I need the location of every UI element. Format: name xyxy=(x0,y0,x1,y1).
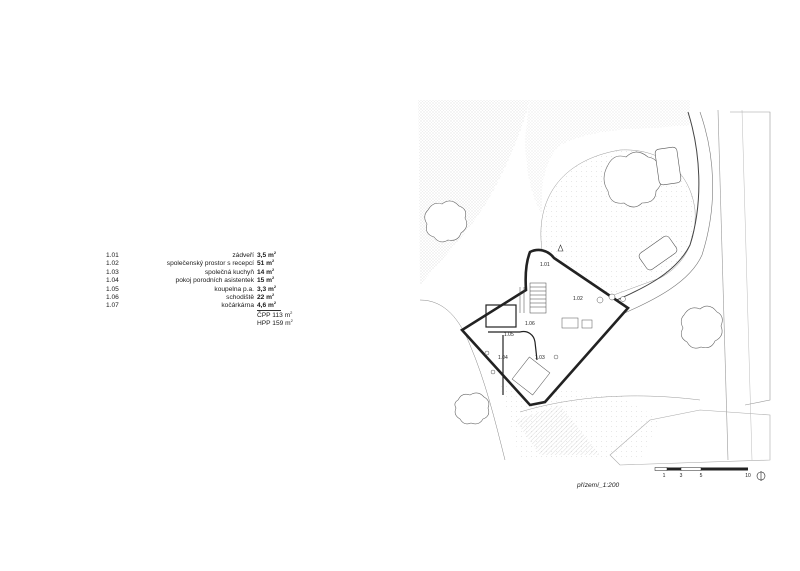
north-arrow-icon xyxy=(756,471,766,481)
scale-bar xyxy=(654,467,748,471)
room-code: 1.02 xyxy=(106,260,119,268)
room-code: 1.07 xyxy=(106,302,119,310)
street-curb xyxy=(604,111,700,306)
room-name: schodiště xyxy=(226,293,254,301)
room-row: 1.05 koupelna p.a. 3,3 m2 xyxy=(106,283,286,294)
room-code: 1.05 xyxy=(106,285,119,293)
room-name: kočárkárna xyxy=(221,302,254,310)
room-area: 4,6 m2 xyxy=(257,300,277,310)
table-divider xyxy=(257,310,281,311)
room-name: koupelna p.a. xyxy=(214,285,254,293)
room-row: 1.02 společenský prostor s recepcí 51 m2 xyxy=(106,258,286,268)
room-row: 1.03 společná kuchyň 14 m2 xyxy=(106,266,286,277)
entrance-marker-icon xyxy=(557,244,564,252)
street-curb-outer xyxy=(619,111,713,316)
dotted-lawn-north xyxy=(525,100,690,215)
scale-label: 10 xyxy=(745,473,751,479)
total-cpp: ČPP 113 m2 xyxy=(257,310,293,320)
plan-label-102: 1.02 xyxy=(573,296,583,302)
room-area: 3,3 m2 xyxy=(257,283,277,293)
site-path-west xyxy=(419,299,506,461)
room-row: 1.06 schodiště 22 m2 xyxy=(106,291,286,302)
room-code: 1.04 xyxy=(106,277,119,285)
plan-label-106: 1.06 xyxy=(525,321,535,327)
room-code: 1.01 xyxy=(106,252,119,259)
room-area: 14 m2 xyxy=(257,266,275,276)
tree-icon xyxy=(424,151,723,425)
building-block-east xyxy=(730,111,771,406)
plan-label-105: 1.05 xyxy=(504,332,514,338)
total-hpp: HPP 159 m2 xyxy=(257,318,293,328)
parked-car xyxy=(638,146,682,271)
room-code: 1.06 xyxy=(106,293,119,301)
scale-label: 1 xyxy=(662,473,666,479)
pavement-line xyxy=(717,109,729,461)
room-name: společenský prostor s recepcí xyxy=(166,260,254,268)
drawing-caption: přízemí_1:200 xyxy=(577,482,620,489)
site-path-curve xyxy=(519,395,701,413)
room-name: pokoj porodních asistentek xyxy=(175,277,254,285)
room-area: 51 m2 xyxy=(257,258,275,268)
plan-label-104: 1.04 xyxy=(498,355,508,361)
room-area: 3,5 m2 xyxy=(257,250,277,260)
hatched-slope xyxy=(515,405,600,455)
room-name: zádveří xyxy=(232,252,254,259)
plan-label-101: 1.01 xyxy=(540,262,550,268)
room-code: 1.03 xyxy=(106,268,119,276)
room-name: společná kuchyň xyxy=(204,268,254,276)
pavement-line-2 xyxy=(741,109,753,461)
plan-label-103: 1.03 xyxy=(535,355,545,361)
room-row: 1.01 zádveří 3,5 m2 xyxy=(106,250,286,260)
room-row: 1.07 kočárkárna 4,6 m2 xyxy=(106,300,286,310)
room-row: 1.04 pokoj porodních asistentek 15 m2 xyxy=(106,275,286,285)
furniture xyxy=(484,293,626,396)
scale-label: 3 xyxy=(679,473,683,479)
scale-label: 5 xyxy=(699,473,703,479)
room-schedule: 1.01 zádveří 3,5 m2 1.02 společenský pro… xyxy=(106,250,286,311)
stair-treads xyxy=(519,282,547,314)
room-area: 15 m2 xyxy=(257,275,275,285)
dotted-lawn-west xyxy=(418,100,530,285)
neighbour-building xyxy=(609,409,771,466)
interior-walls xyxy=(485,289,538,395)
room-area: 22 m2 xyxy=(257,291,275,301)
